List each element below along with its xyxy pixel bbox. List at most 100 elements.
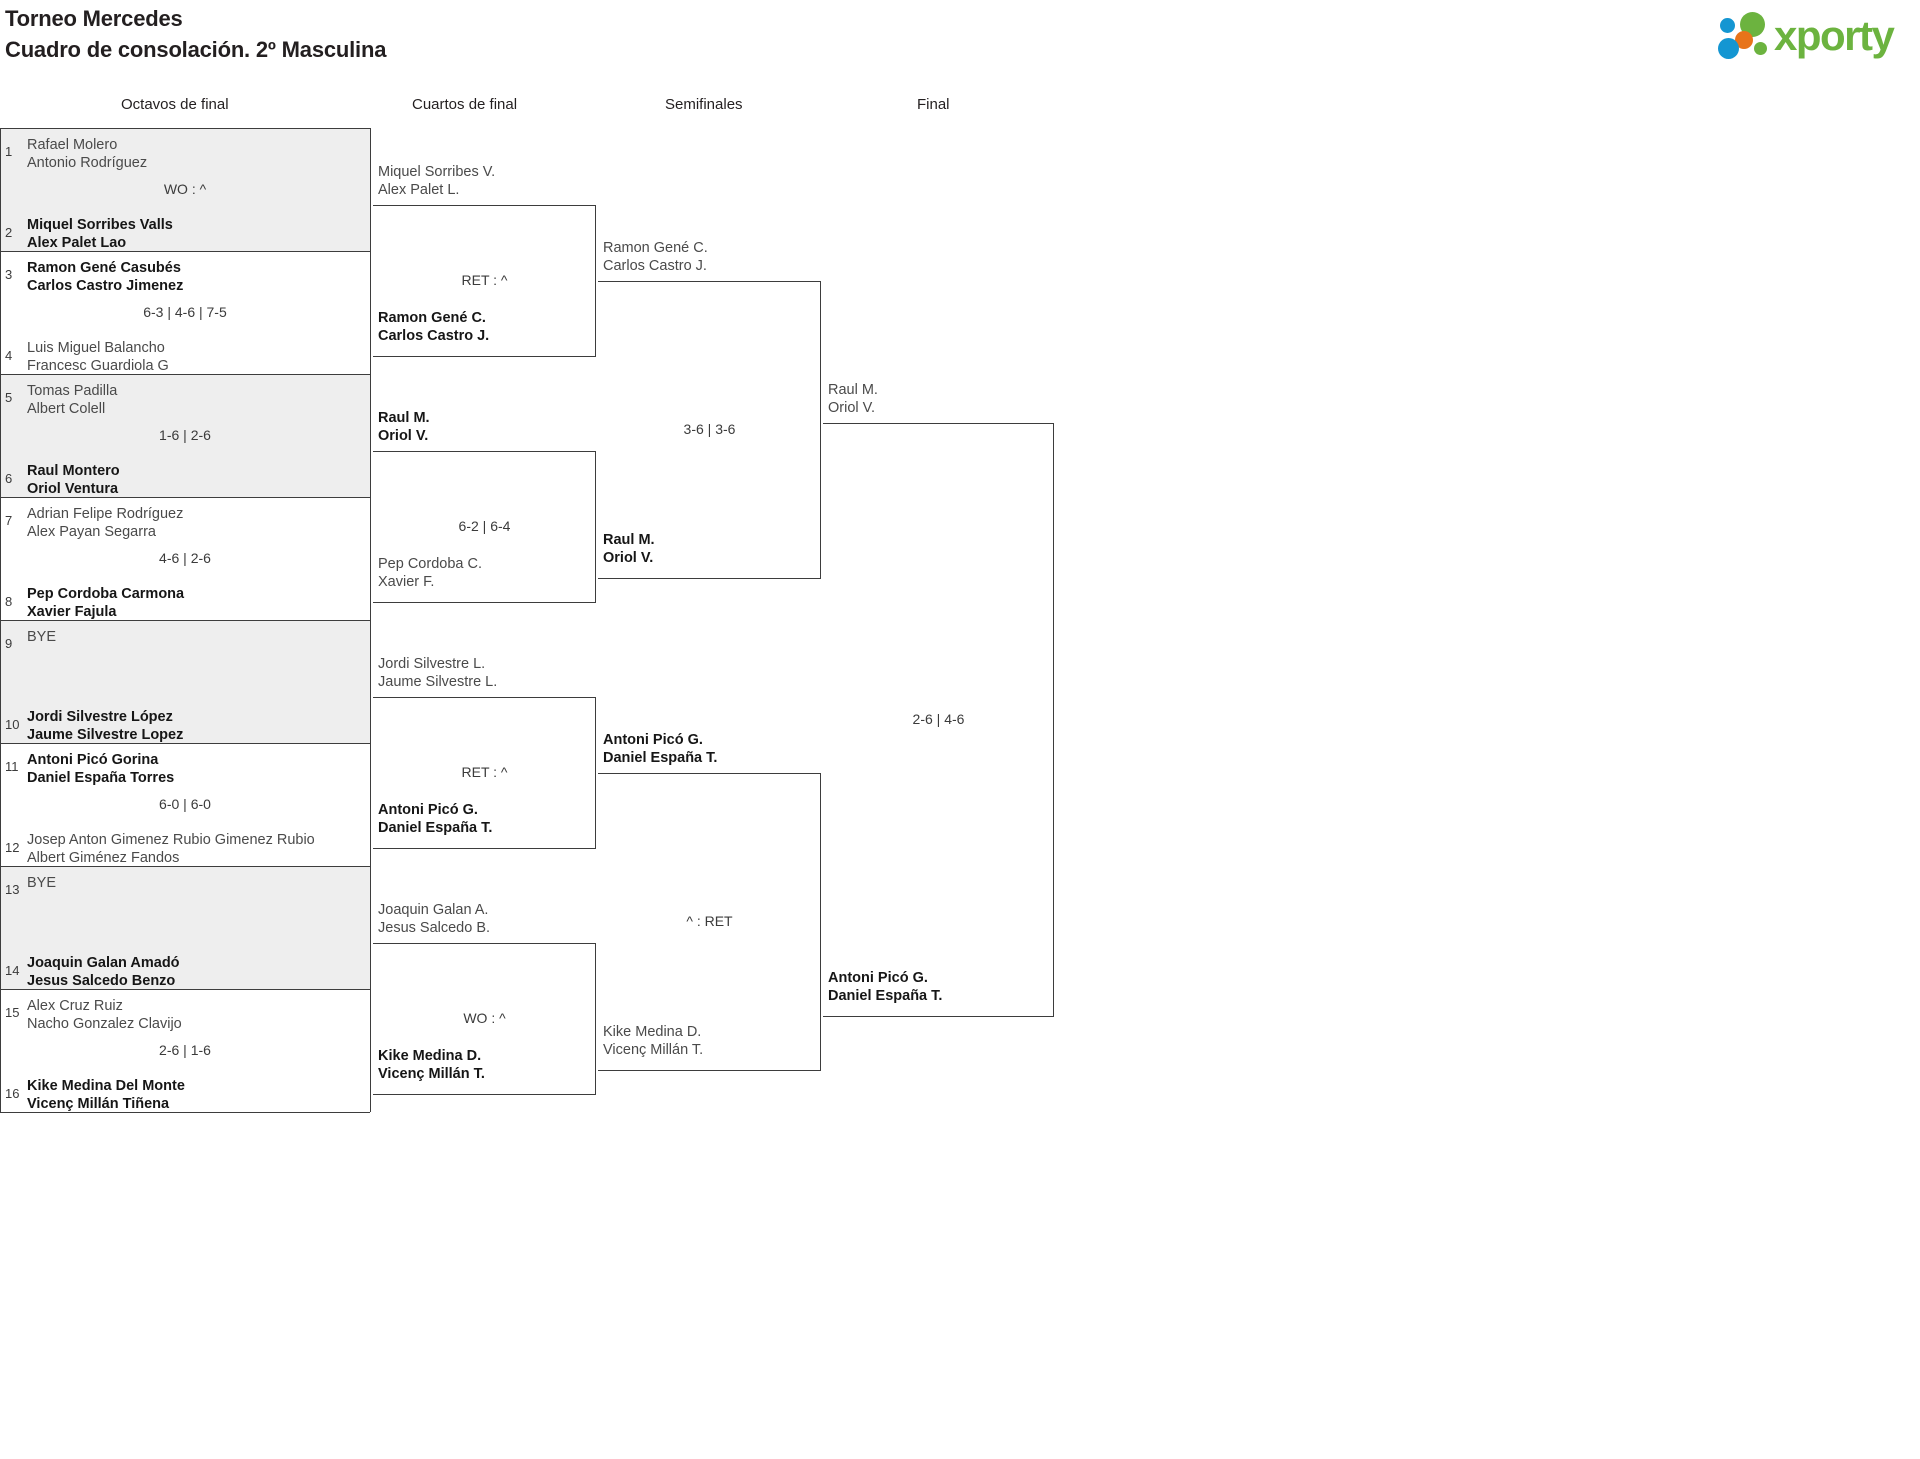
round1-player-name: Xavier Fajula	[27, 604, 117, 620]
round2-player-name: Jordi Silvestre L.	[378, 656, 486, 672]
round4-player-name: Raul M.	[828, 382, 878, 398]
round1-player-name: Jaume Silvestre Lopez	[27, 727, 184, 743]
logo-dot-orange	[1735, 31, 1753, 49]
round1-divider	[0, 989, 370, 990]
round1-player-name: BYE	[27, 629, 57, 645]
round3-player-name: Vicenç Millán T.	[603, 1042, 704, 1058]
round1-player-name: Jordi Silvestre López	[27, 709, 173, 725]
round1-player-name: Kike Medina Del Monte	[27, 1078, 185, 1094]
round2-score: 6-2 | 6-4	[458, 518, 511, 534]
round1-player-name: Adrian Felipe Rodríguez	[27, 506, 184, 522]
round1-player-name: Antoni Picó Gorina	[27, 752, 159, 768]
round2-player-name: Ramon Gené C.	[378, 310, 486, 326]
round1-divider	[0, 743, 370, 744]
round1-player-name: Nacho Gonzalez Clavijo	[27, 1016, 182, 1032]
round-header-semifinales: Semifinales	[665, 96, 743, 113]
round1-score: 1-6 | 2-6	[159, 427, 211, 443]
round4-player-name: Oriol V.	[828, 400, 876, 416]
round1-player-name: Albert Giménez Fandos	[27, 850, 180, 866]
round1-player-name: Vicenç Millán Tiñena	[27, 1096, 170, 1112]
xporty-logo[interactable]: xporty	[1718, 8, 1914, 66]
round2-player-name: Daniel España T.	[378, 820, 493, 836]
round1-seed-number: 1	[5, 144, 13, 159]
round2-player-name: Vicenç Millán T.	[378, 1066, 485, 1082]
round2-player-name: Kike Medina D.	[378, 1048, 482, 1064]
round1-score: 4-6 | 2-6	[159, 550, 211, 566]
round1-divider	[0, 374, 370, 375]
round1-player-name: Jesus Salcedo Benzo	[27, 973, 176, 989]
round1-divider	[0, 497, 370, 498]
round2-player-name: Antoni Picó G.	[378, 802, 478, 818]
round1-player-name: Alex Payan Segarra	[27, 524, 156, 540]
round1-player-name: Antonio Rodríguez	[27, 155, 148, 171]
round1-seed-number: 6	[5, 471, 13, 486]
round1-divider	[0, 866, 370, 867]
round1-score: 6-0 | 6-0	[159, 796, 211, 812]
round3-player-name: Ramon Gené C.	[603, 240, 708, 256]
round1-right-edge	[370, 128, 371, 1112]
round1-player-name: Francesc Guardiola G	[27, 358, 169, 374]
round3-player-name: Carlos Castro J.	[603, 258, 707, 274]
round1-seed-number: 5	[5, 390, 13, 405]
round2-score: RET : ^	[461, 764, 508, 780]
round1-player-name: Josep Anton Gimenez Rubio Gimenez Rubio	[27, 832, 315, 848]
page-header: Torneo Mercedes Cuadro de consolación. 2…	[0, 0, 1920, 113]
round1-player-name: BYE	[27, 875, 57, 891]
round1-score: WO : ^	[163, 181, 207, 197]
round3-player-name: Kike Medina D.	[603, 1024, 702, 1040]
round2-player-name: Jaume Silvestre L.	[378, 674, 498, 690]
round4-player-name: Antoni Picó G.	[828, 970, 928, 986]
round1-seed-number: 14	[5, 963, 20, 978]
round1-seed-number: 7	[5, 513, 13, 528]
round2-connector	[373, 697, 596, 849]
round1-match	[0, 620, 370, 743]
round4-player-name: Daniel España T.	[828, 988, 943, 1004]
round2-player-name: Jesus Salcedo B.	[378, 920, 491, 936]
round1-player-name: Alex Palet Lao	[27, 235, 127, 251]
round-header-octavos: Octavos de final	[121, 96, 229, 113]
round1-seed-number: 9	[5, 636, 13, 651]
round2-score: WO : ^	[463, 1010, 506, 1026]
title-block: Torneo Mercedes Cuadro de consolación. 2…	[5, 3, 386, 65]
round3-player-name: Daniel España T.	[603, 750, 718, 766]
round1-seed-number: 13	[5, 882, 20, 897]
logo-dots-icon	[1718, 12, 1774, 62]
round1-divider	[0, 620, 370, 621]
round4-score: 2-6 | 4-6	[912, 711, 965, 727]
round2-connector	[373, 943, 596, 1095]
round1-player-name: Ramon Gené Casubés	[27, 260, 181, 276]
round1-divider	[0, 1112, 370, 1113]
round1-player-name: Raul Montero	[27, 463, 120, 479]
logo-dot-blue-small	[1720, 18, 1735, 33]
round1-left-edge	[0, 128, 1, 1112]
round1-player-name: Alex Cruz Ruiz	[27, 998, 123, 1014]
round1-seed-number: 4	[5, 348, 13, 363]
tournament-name: Torneo Mercedes	[5, 6, 183, 31]
logo-dot-blue-large	[1718, 38, 1739, 59]
round1-player-name: Tomas Padilla	[27, 383, 118, 399]
round1-player-name: Daniel España Torres	[27, 770, 175, 786]
round3-player-name: Oriol V.	[603, 550, 654, 566]
round1-player-name: Rafael Molero	[27, 137, 118, 153]
round1-player-name: Carlos Castro Jimenez	[27, 278, 184, 294]
logo-dot-green-small	[1754, 42, 1767, 55]
logo-wordmark: xporty	[1774, 12, 1895, 59]
draw-subtitle: Cuadro de consolación. 2º Masculina	[5, 37, 387, 62]
round1-match	[0, 128, 370, 251]
round2-player-name: Alex Palet L.	[378, 182, 460, 198]
round4-connector	[823, 423, 1054, 1017]
round2-player-name: Miquel Sorribes V.	[378, 164, 496, 180]
round1-player-name: Albert Colell	[27, 401, 106, 417]
round1-score: 6-3 | 4-6 | 7-5	[143, 304, 227, 320]
round3-player-name: Raul M.	[603, 532, 655, 548]
round1-score: 2-6 | 1-6	[159, 1042, 211, 1058]
round1-seed-number: 11	[5, 759, 19, 774]
round2-player-name: Joaquin Galan A.	[378, 902, 489, 918]
round1-divider	[0, 251, 370, 252]
round1-match	[0, 866, 370, 989]
round1-seed-number: 16	[5, 1086, 20, 1101]
round1-seed-number: 3	[5, 267, 13, 282]
round1-divider	[0, 128, 370, 129]
round1-seed-number: 2	[5, 225, 13, 240]
